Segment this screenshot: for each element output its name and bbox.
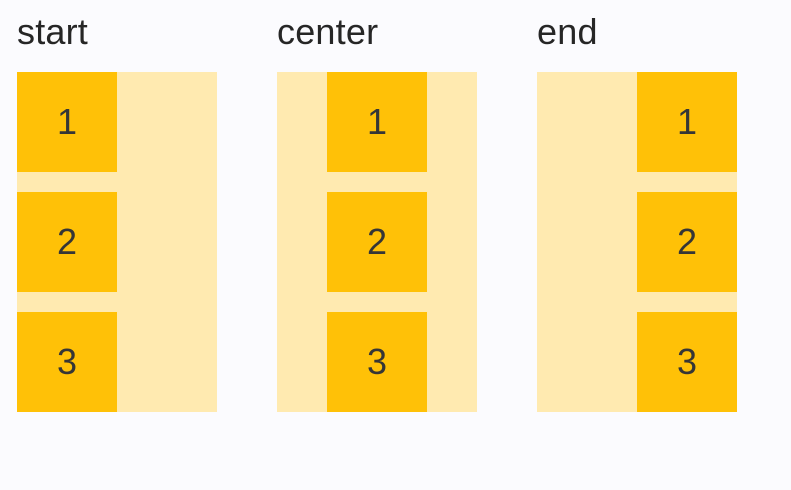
group-label-center: center (277, 11, 379, 52)
flex-item: 3 (637, 312, 737, 412)
flex-container-center: 1 2 3 (277, 72, 477, 412)
alignment-group-start: start 1 2 3 (17, 10, 217, 412)
flex-item: 1 (327, 72, 427, 172)
group-label-end: end (537, 11, 598, 52)
flex-item: 1 (637, 72, 737, 172)
alignment-group-end: end 1 2 3 (537, 10, 737, 412)
flex-item: 2 (637, 192, 737, 292)
group-label-start: start (17, 11, 89, 52)
flex-item: 1 (17, 72, 117, 172)
flex-item: 3 (327, 312, 427, 412)
flex-container-start: 1 2 3 (17, 72, 217, 412)
alignment-group-center: center 1 2 3 (277, 10, 477, 412)
flex-item: 2 (17, 192, 117, 292)
flex-item: 2 (327, 192, 427, 292)
alignment-demo: start 1 2 3 center 1 2 3 end 1 2 3 (17, 10, 737, 412)
flex-container-end: 1 2 3 (537, 72, 737, 412)
flex-item: 3 (17, 312, 117, 412)
